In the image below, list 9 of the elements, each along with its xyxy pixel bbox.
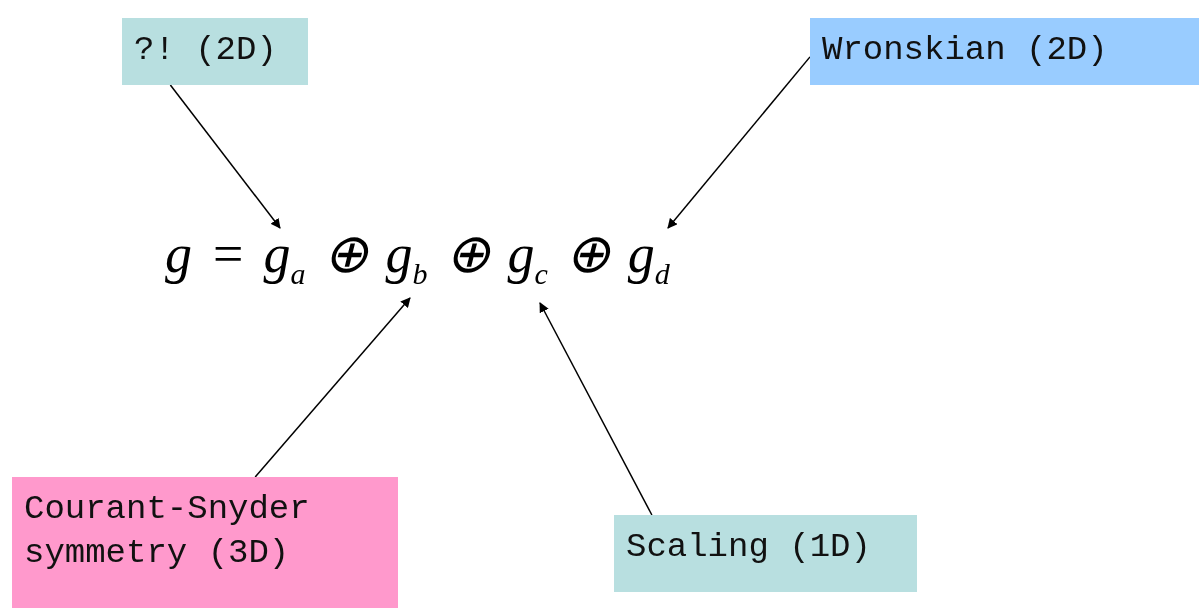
label-box: Scaling (1D) [614, 515, 917, 592]
leader-arrow [254, 297, 411, 478]
label-box: Wronskian (2D) [810, 18, 1199, 85]
leader-arrow [539, 302, 653, 516]
label-box: ?! (2D) [122, 18, 308, 85]
leader-arrow [169, 84, 281, 229]
label-box: Courant-Snyder symmetry (3D) [12, 477, 398, 608]
formula: g = g$_{a}$ ⊕ g$_{b}$ ⊕ g$_{c}$ ⊕ g$_{d}$ [165, 222, 670, 291]
leader-arrow [667, 56, 811, 229]
